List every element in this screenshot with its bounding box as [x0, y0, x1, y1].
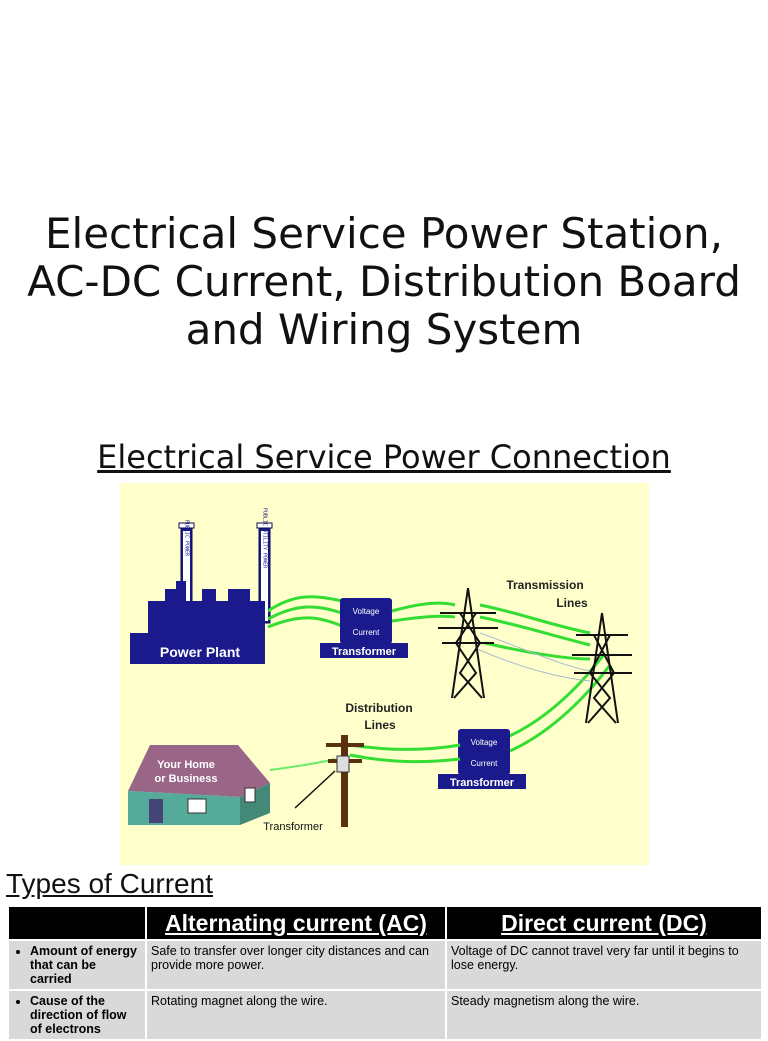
current-label: Current: [471, 759, 498, 768]
generation-lines: [267, 595, 343, 629]
power-connection-diagram: PUBLIC POWER PUBLIC UTILITY POWER Power …: [120, 483, 649, 865]
table-header-cell: Direct current (DC): [445, 905, 763, 941]
house: Your Home or Business: [128, 745, 270, 825]
table-header-cell: [7, 905, 147, 941]
transformer-label: Transformer: [450, 777, 515, 789]
table-row: Cause of the direction of flow of electr…: [7, 989, 763, 1041]
dc-cell: Voltage of DC cannot travel very far unt…: [445, 939, 763, 991]
row-label: Amount of energy that can be carried: [7, 939, 147, 991]
power-plant-label: Power Plant: [160, 644, 240, 660]
current-label: Current: [353, 628, 380, 637]
table-header-row: Alternating current (AC) Direct current …: [7, 905, 763, 941]
pole-transformer-label: Transformer: [263, 821, 323, 833]
distribution-lines-label: Distribution: [345, 701, 412, 715]
stack-lettering: PUBLIC POWER: [184, 520, 190, 557]
ac-cell: Safe to transfer over longer city distan…: [145, 939, 447, 991]
title-line: Electrical Service Power Station,: [45, 209, 723, 258]
transmission-lines-label: Lines: [556, 596, 588, 610]
power-plant: PUBLIC POWER PUBLIC UTILITY POWER Power …: [130, 508, 273, 664]
home-label: Your Home: [157, 759, 215, 771]
utility-pole: [326, 735, 364, 827]
title-line: AC-DC Current, Distribution Board: [27, 257, 741, 306]
stack-lettering: PUBLIC UTILITY POWER: [262, 508, 268, 569]
ac-cell: Rotating magnet along the wire.: [145, 989, 447, 1041]
transformer-bottom: Voltage Current Transformer: [438, 729, 526, 789]
table-header-cell: Alternating current (AC): [145, 905, 447, 941]
voltage-label: Voltage: [353, 607, 380, 616]
thin-wires: [474, 632, 591, 682]
home-label: or Business: [155, 773, 218, 785]
row-label: Cause of the direction of flow of electr…: [7, 989, 147, 1041]
transmission-tower-2: [572, 612, 632, 724]
current-comparison-table: Alternating current (AC) Direct current …: [7, 905, 763, 1041]
section-heading: Electrical Service Power Connection: [97, 438, 671, 476]
transmission-lines-label: Transmission: [506, 578, 583, 592]
dc-cell: Steady magnetism along the wire.: [445, 989, 763, 1041]
title-line: and Wiring System: [185, 305, 583, 354]
transmission-tower-1: [438, 587, 498, 699]
table-row: Amount of energy that can be carried Saf…: [7, 939, 763, 991]
pointer-line: [294, 770, 336, 809]
transformer-label: Transformer: [332, 646, 397, 658]
voltage-label: Voltage: [471, 738, 498, 747]
transformer-top: Voltage Current Transformer: [320, 598, 408, 658]
transmission-lines: [391, 601, 612, 753]
page-title: Electrical Service Power Station, AC-DC …: [0, 210, 768, 354]
types-heading: Types of Current: [6, 868, 213, 899]
distribution-lines-label: Lines: [364, 718, 396, 732]
